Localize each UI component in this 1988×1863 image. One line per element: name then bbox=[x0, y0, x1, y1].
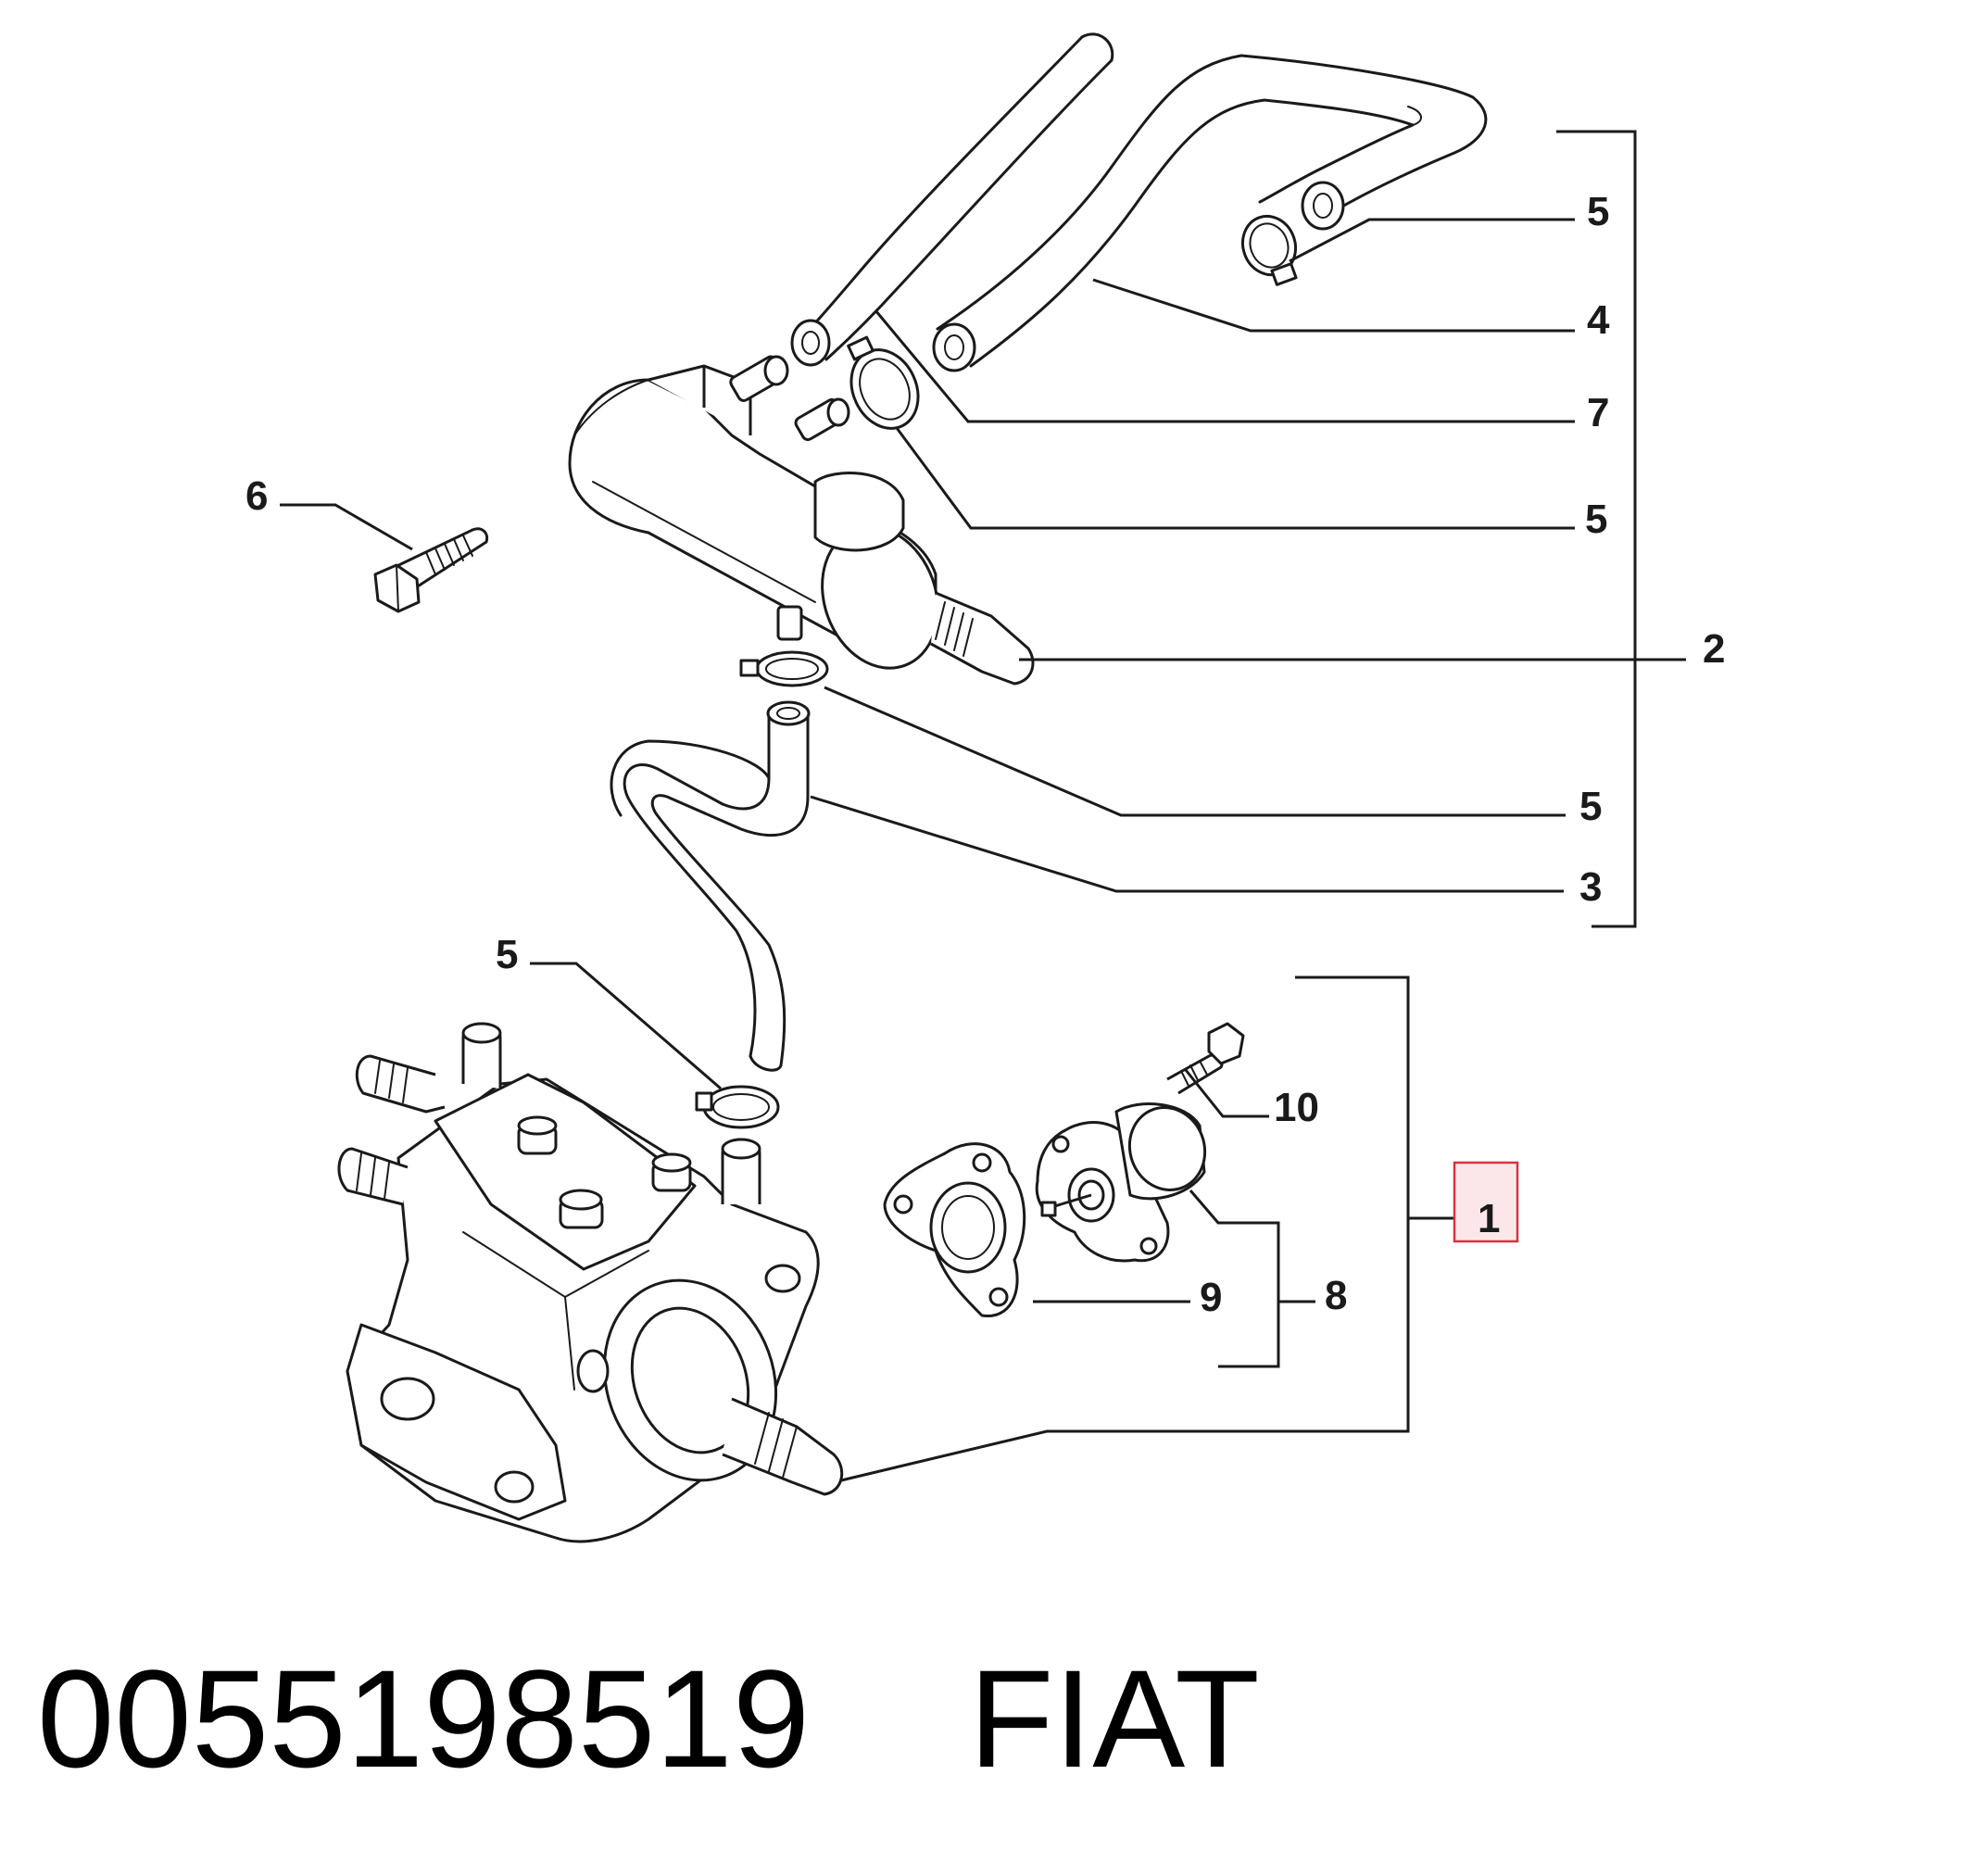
callout-5-top: 5 bbox=[1587, 189, 1609, 234]
fuel-filter-housing-item-2 bbox=[568, 355, 1035, 686]
hose-clamp-lower-middle bbox=[739, 650, 829, 687]
callout-3: 3 bbox=[1579, 864, 1602, 910]
callout-2: 2 bbox=[1703, 626, 1725, 672]
pressure-regulator-item-8 bbox=[1035, 1102, 1207, 1263]
part-caption: 0055198519 FIAT bbox=[37, 1644, 1964, 1793]
callout-5-third: 5 bbox=[1579, 784, 1602, 829]
callout-6: 6 bbox=[245, 473, 268, 519]
brand-name: FIAT bbox=[968, 1641, 1260, 1796]
callout-10: 10 bbox=[1274, 1085, 1319, 1130]
callout-8: 8 bbox=[1325, 1273, 1347, 1318]
parts-diagram: 5 4 7 5 2 5 3 6 5 10 1 9 8 bbox=[245, 32, 1725, 1543]
callout-5-second: 5 bbox=[1585, 497, 1607, 542]
callout-1: 1 bbox=[1478, 1196, 1500, 1241]
callout-5-pump: 5 bbox=[496, 932, 518, 977]
bolt-item-10 bbox=[1166, 1022, 1245, 1095]
callout-9: 9 bbox=[1200, 1275, 1222, 1320]
bolt-item-6 bbox=[373, 527, 489, 613]
part-number: 0055198519 bbox=[37, 1641, 811, 1796]
hose-clamp-top-right bbox=[1241, 214, 1298, 286]
hose-clamp-pump bbox=[695, 1085, 780, 1129]
hose-upper-right-item-4 bbox=[932, 54, 1488, 372]
leader-lines bbox=[280, 130, 1686, 1482]
callout-4: 4 bbox=[1587, 297, 1610, 343]
callout-7: 7 bbox=[1587, 390, 1609, 435]
high-pressure-pump-item-1 bbox=[337, 1022, 844, 1543]
hose-upper-left bbox=[790, 32, 1114, 367]
hose-clamp-upper-middle bbox=[847, 335, 920, 430]
highlight-box-item-1 bbox=[1453, 1161, 1519, 1243]
gasket-item-9 bbox=[883, 1142, 1026, 1318]
return-hose-item-3 bbox=[610, 700, 811, 1072]
